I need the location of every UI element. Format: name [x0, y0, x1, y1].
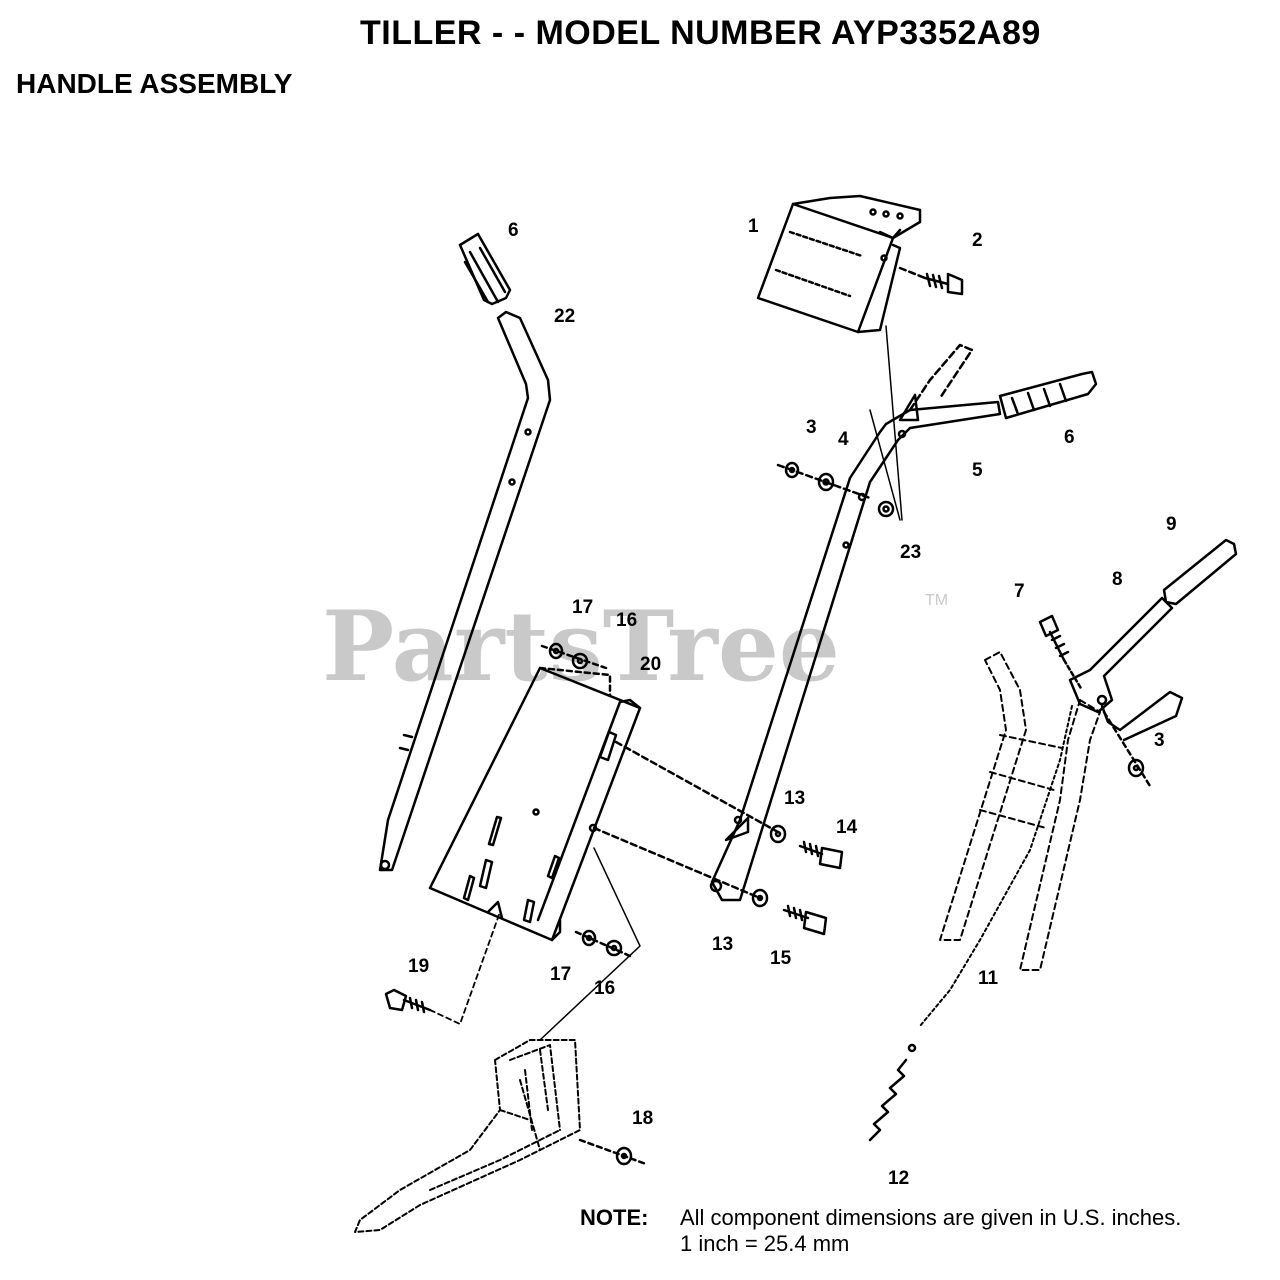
left-hand-grip	[458, 232, 512, 306]
callout-labels: 1 2 3 4 6 22 6 5 23 9 8 7 3 17 16 20 13 …	[408, 216, 1177, 1189]
page-title: TILLER - - MODEL NUMBER AYP3352A89	[360, 14, 1041, 52]
bolt-15	[782, 904, 828, 936]
callout-9: 9	[1166, 514, 1177, 535]
callout-16: 16	[594, 978, 615, 999]
callout-13: 13	[784, 788, 805, 809]
callout-3: 3	[806, 417, 817, 438]
washer-23	[877, 500, 895, 518]
note-line-1: All component dimensions are given in U.…	[680, 1205, 1182, 1230]
note-line-2: 1 inch = 25.4 mm	[680, 1231, 850, 1256]
bolt-7	[1038, 614, 1084, 692]
section-title: HANDLE ASSEMBLY	[16, 68, 293, 99]
callout-16: 16	[616, 610, 637, 631]
callout-12: 12	[888, 1168, 909, 1189]
return-spring	[868, 1043, 917, 1142]
callout-13: 13	[712, 934, 733, 955]
callout-18: 18	[632, 1108, 653, 1129]
callout-4: 4	[838, 429, 849, 450]
callout-6: 6	[508, 220, 519, 241]
callout-3: 3	[1154, 730, 1165, 751]
handle-bracket-plate	[428, 666, 642, 942]
callout-1: 1	[748, 216, 759, 237]
watermark-tm: TM	[925, 592, 948, 609]
callout-11: 11	[978, 968, 999, 989]
callout-5: 5	[972, 460, 983, 481]
right-hand-grip	[998, 370, 1098, 420]
left-handle-tube	[378, 310, 552, 872]
note-label: NOTE:	[580, 1205, 649, 1230]
callout-17: 17	[572, 597, 593, 618]
tiller-frame-outline	[354, 1039, 581, 1233]
panel-bolt	[898, 266, 964, 296]
callout-15: 15	[770, 948, 792, 969]
lever-grip	[1162, 538, 1238, 606]
bolt-14	[798, 840, 844, 870]
control-lever	[1068, 596, 1184, 742]
callout-20: 20	[640, 654, 661, 675]
handle-alt-view-outline	[939, 651, 1101, 971]
callout-22: 22	[554, 306, 575, 327]
dimension-note: NOTE: All component dimensions are given …	[580, 1205, 1182, 1256]
bolt-19	[384, 911, 501, 1025]
callout-23: 23	[900, 542, 921, 563]
washer-13-lower	[751, 888, 769, 908]
callout-8: 8	[1112, 569, 1123, 590]
control-panel	[756, 194, 922, 334]
callout-2: 2	[972, 230, 983, 251]
washer-13-upper	[769, 824, 787, 844]
callout-19: 19	[408, 956, 429, 977]
callout-6: 6	[1064, 427, 1075, 448]
callout-7: 7	[1014, 581, 1025, 602]
callout-14: 14	[836, 817, 858, 838]
control-cable	[919, 705, 1073, 1027]
callout-17: 17	[550, 964, 571, 985]
